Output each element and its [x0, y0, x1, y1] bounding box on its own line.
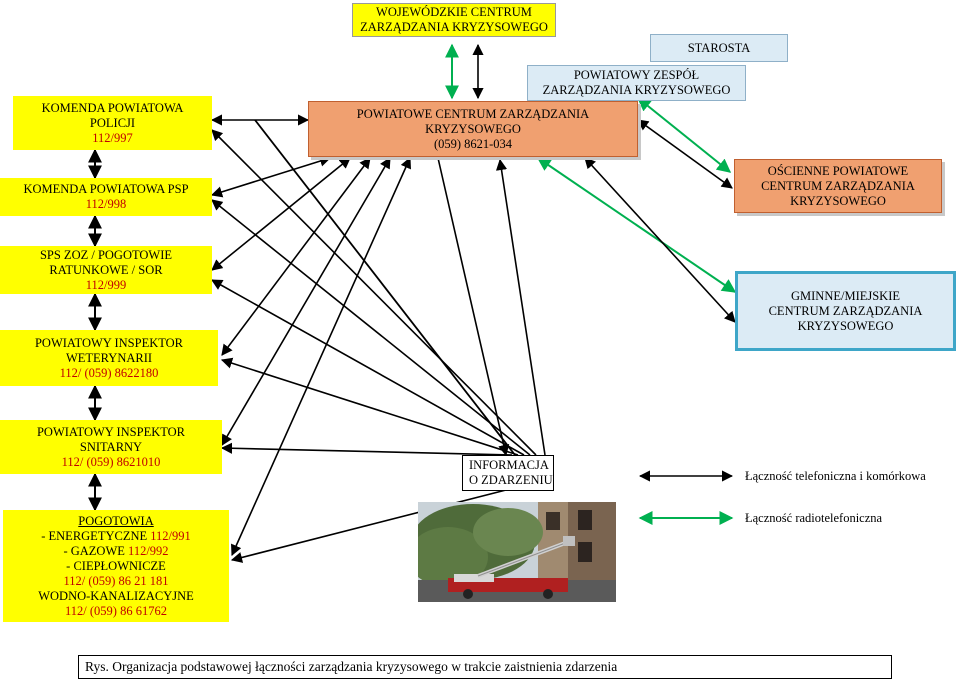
gaz-phone: 112/992	[128, 543, 169, 558]
energ-phone: 112/991	[150, 528, 191, 543]
gminne-box: GMINNE/MIEJSKIE CENTRUM ZARZĄDZANIA KRYZ…	[735, 271, 956, 351]
policja-phone: 112/997	[92, 130, 133, 145]
psp-phone: 112/998	[85, 197, 127, 211]
pogotowia-title: POGOTOWIA	[78, 513, 154, 528]
fire-scene-photo	[418, 502, 616, 602]
wodno-phone: 112/ (059) 86 61762	[65, 603, 167, 618]
legend-phone-label: Łączność telefoniczna i komórkowa	[745, 469, 926, 483]
ciepl-label: - CIEPŁOWNICZE	[66, 558, 166, 573]
psp-box: KOMENDA POWIATOWA PSP 112/998	[0, 178, 212, 216]
sps-box: SPS ZOZ / POGOTOWIE RATUNKOWE / SOR 112/…	[0, 246, 212, 294]
sps-line2: RATUNKOWE / SOR	[49, 262, 163, 277]
sanepid-line1: POWIATOWY INSPEKTOR	[36, 424, 186, 439]
phone-links	[210, 43, 736, 563]
pogotowia-box: POGOTOWIA - ENERGETYCZNE 112/991 - GAZOW…	[3, 510, 229, 622]
weterynaria-phone: 112/ (059) 8622180	[59, 365, 159, 380]
policja-line2: POLICJI	[89, 115, 136, 130]
gaz-label: - GAZOWE	[63, 543, 129, 558]
policja-box: KOMENDA POWIATOWA POLICJI 112/997	[13, 96, 212, 150]
legend-radio-label: Łączność radiotelefoniczna	[745, 511, 883, 525]
pczk-line1: POWIATOWE CENTRUM ZARZĄDZANIA	[356, 106, 590, 121]
pczk-line2: KRYZYSOWEGO	[425, 121, 521, 136]
psp-line1: KOMENDA POWIATOWA PSP	[23, 182, 189, 196]
pczk-phone: (059) 8621-034	[433, 136, 513, 151]
starosta-label: STAROSTA	[687, 40, 751, 55]
sanepid-phone: 112/ (059) 8621010	[61, 454, 161, 469]
informacja-box: INFORMACJA O ZDARZENIU	[462, 455, 554, 491]
energ-label: - ENERGETYCZNE	[41, 528, 151, 543]
figure-caption: Rys. Organizacja podstawowej łączności z…	[78, 655, 892, 679]
starosta-box: STAROSTA	[650, 34, 788, 62]
wodno-label: WODNO-KANALIZACYJNE	[38, 588, 194, 603]
policja-line1: KOMENDA POWIATOWA	[41, 100, 184, 115]
gminne-line3: KRYZYSOWEGO	[797, 318, 894, 333]
osciennie-line1: OŚCIENNE POWIATOWE	[767, 163, 909, 178]
sps-phone: 112/999	[85, 277, 127, 292]
informacja-line2: O ZDARZENIU	[469, 473, 553, 487]
gminne-line1: GMINNE/MIEJSKIE	[790, 288, 901, 303]
informacja-line1: INFORMACJA	[469, 458, 549, 472]
sanepid-line2: SNITARNY	[79, 439, 143, 454]
pzzk-box: POWIATOWY ZESPÓŁ ZARZĄDZANIA KRYZYSOWEGO	[527, 65, 746, 101]
wczk-line2: ZARZĄDZANIA KRYZYSOWEGO	[360, 20, 548, 34]
wczk-box: WOJEWÓDZKIE CENTRUM ZARZĄDZANIA KRYZYSOW…	[352, 3, 556, 37]
osciennie-box: OŚCIENNE POWIATOWE CENTRUM ZARZĄDZANIA K…	[734, 159, 942, 213]
ciepl-phone: 112/ (059) 86 21 181	[63, 573, 169, 588]
gminne-line2: CENTRUM ZARZĄDZANIA	[768, 303, 923, 318]
weterynaria-line1: POWIATOWY INSPEKTOR	[34, 335, 184, 350]
pzzk-line2: ZARZĄDZANIA KRYZYSOWEGO	[542, 83, 731, 97]
sanepid-box: POWIATOWY INSPEKTOR SNITARNY 112/ (059) …	[0, 420, 222, 474]
osciennie-line2: CENTRUM ZARZĄDZANIA	[761, 178, 915, 193]
pogotowia-gaz: - GAZOWE 112/992	[63, 544, 168, 559]
pzzk-line1: POWIATOWY ZESPÓŁ	[573, 68, 700, 82]
sps-line1: SPS ZOZ / POGOTOWIE	[39, 247, 173, 262]
pczk-box: POWIATOWE CENTRUM ZARZĄDZANIA KRYZYSOWEG…	[308, 101, 638, 157]
weterynaria-box: POWIATOWY INSPEKTOR WETERYNARII 112/ (05…	[0, 330, 218, 386]
wczk-line1: WOJEWÓDZKIE CENTRUM	[376, 5, 532, 19]
pogotowia-energ: - ENERGETYCZNE 112/991	[41, 529, 191, 544]
weterynaria-line2: WETERYNARII	[65, 350, 153, 365]
osciennie-line3: KRYZYSOWEGO	[790, 193, 886, 208]
